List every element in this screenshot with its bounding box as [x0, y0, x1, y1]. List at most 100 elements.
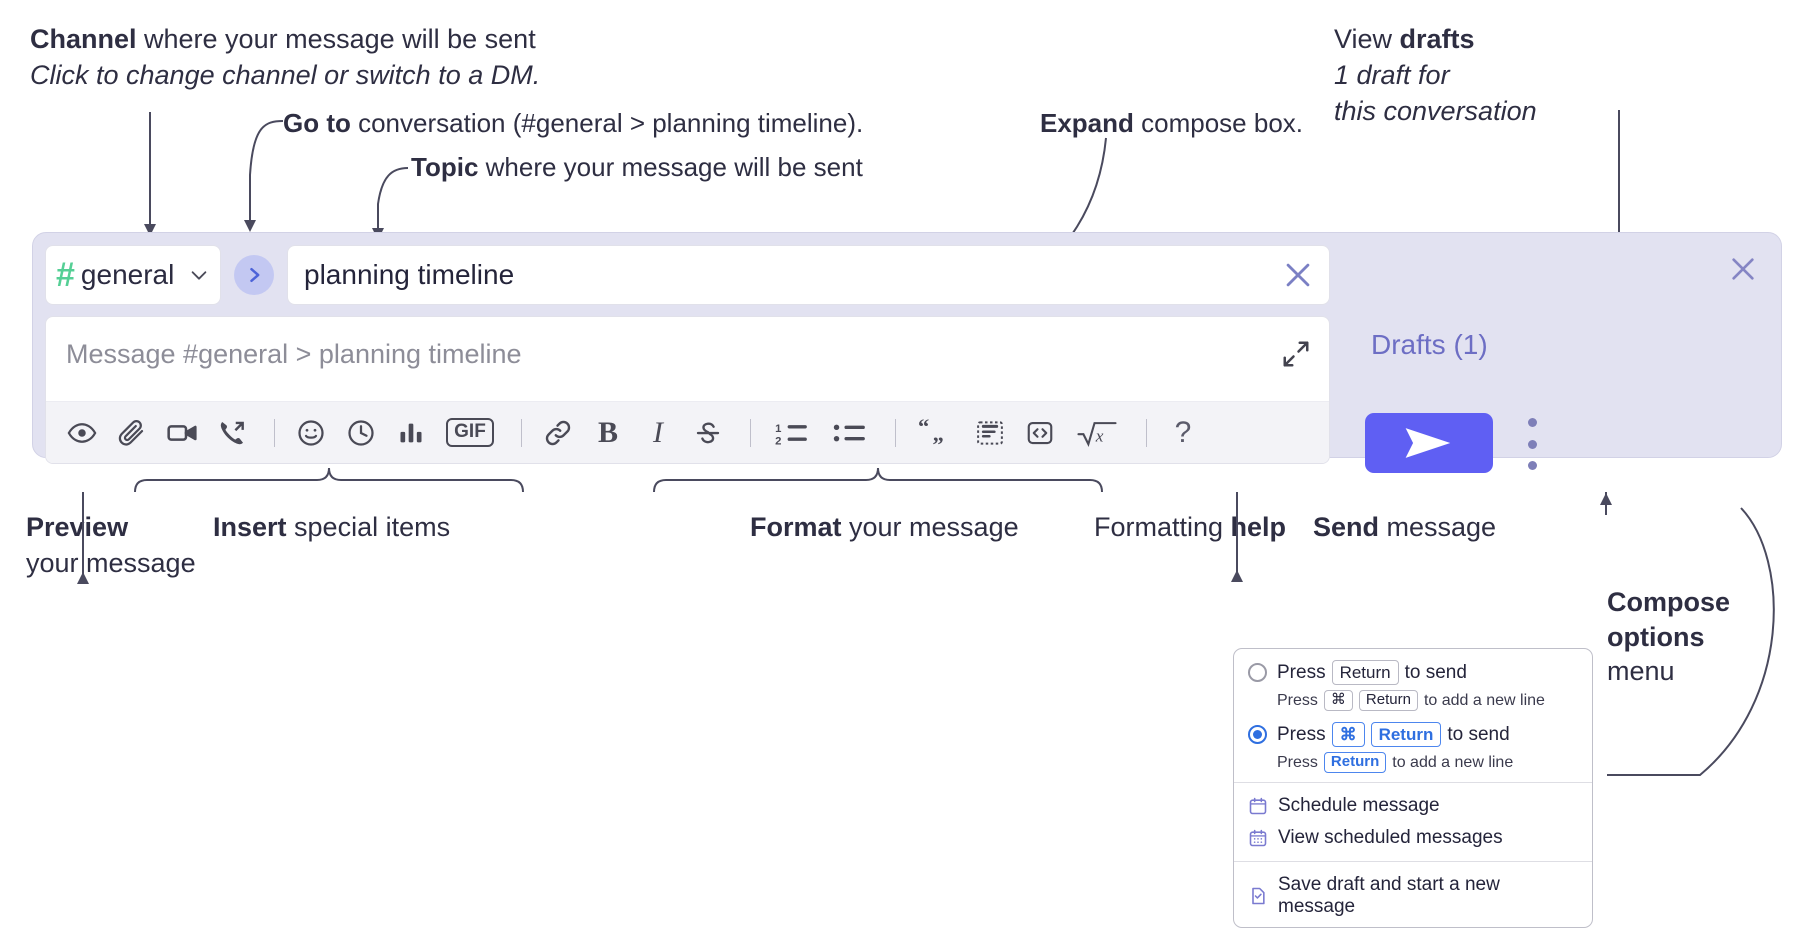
annotation-channel-rest: where your message will be sent: [136, 24, 536, 54]
annotation-expand: Expand compose box.: [1040, 106, 1303, 141]
italic-button[interactable]: I: [636, 411, 680, 455]
option1-pre: Press: [1277, 661, 1326, 683]
key-return: Return: [1331, 660, 1399, 686]
send-button[interactable]: [1365, 413, 1493, 473]
help-icon: ?: [1174, 415, 1192, 449]
option1-sub-pre: Press: [1277, 691, 1318, 709]
ordered-list-icon: 1 2: [775, 422, 807, 447]
math-button[interactable]: x: [1068, 411, 1126, 455]
menu-option-return-to-send[interactable]: Press Return to send: [1234, 657, 1592, 688]
menu-option-cmd-return-to-send[interactable]: Press ⌘ Return to send: [1234, 719, 1592, 750]
formatting-help-button[interactable]: ?: [1161, 411, 1205, 455]
channel-selector[interactable]: # general: [45, 245, 221, 305]
annotation-drafts-bold: drafts: [1399, 24, 1475, 54]
more-options-icon: [1527, 439, 1537, 449]
message-input[interactable]: Message #general > planning timeline: [46, 317, 1329, 401]
annotation-channel: Channel where your message will be sent …: [30, 22, 540, 94]
annotation-format: Format your message: [750, 510, 1019, 546]
emoji-icon: [298, 419, 324, 446]
annotation-preview-line2: your message: [26, 547, 196, 578]
svg-text:2: 2: [775, 435, 781, 447]
annotation-help-prefix: Formatting: [1094, 512, 1231, 542]
audio-clip-button[interactable]: [210, 411, 254, 455]
inline-code-button[interactable]: [1018, 411, 1062, 455]
option1-sub-post: to add a new line: [1423, 691, 1545, 709]
key-return: Return: [1370, 722, 1442, 748]
toolbar-divider: [895, 418, 896, 447]
option2-sub-post: to add a new line: [1392, 753, 1514, 771]
menu-item-schedule-message[interactable]: Schedule message: [1234, 790, 1592, 822]
annotation-goto: Go to conversation (#general > planning …: [283, 106, 863, 141]
strikethrough-button[interactable]: [686, 411, 730, 455]
expand-icon[interactable]: [1281, 339, 1311, 369]
menu-item-label: Schedule message: [1278, 795, 1440, 816]
compose-header-row: # general planning timeline: [45, 244, 1330, 306]
annotation-format-rest: your message: [841, 512, 1019, 542]
annotation-compose-options-line1: Compose: [1607, 587, 1731, 617]
bullet-list-icon: [833, 424, 865, 441]
close-icon: [1732, 258, 1754, 280]
code-block-icon: [977, 420, 1003, 445]
calendar-icon: [1249, 797, 1267, 815]
topic-value: planning timeline: [304, 259, 515, 290]
menu-divider: [1234, 861, 1592, 862]
chevron-right-icon: [250, 267, 260, 283]
option1-post: to send: [1404, 661, 1467, 683]
annotation-drafts: View drafts 1 draft for this conversatio…: [1334, 22, 1537, 130]
chevron-down-icon: [191, 271, 207, 280]
annotation-expand-rest: compose box.: [1133, 108, 1304, 138]
annotation-goto-bold: Go to: [283, 108, 351, 138]
send-icon: [1405, 428, 1451, 458]
menu-item-save-draft[interactable]: Save draft and start a new message: [1234, 869, 1592, 923]
ordered-list-button[interactable]: 1 2: [765, 411, 817, 455]
inline-code-icon: [1027, 421, 1053, 444]
annotation-compose-options-line3: menu: [1607, 656, 1675, 687]
bar-chart-icon: [400, 423, 422, 442]
option2-sub-pre: Press: [1277, 753, 1318, 771]
close-compose-button[interactable]: [1727, 253, 1759, 285]
video-camera-icon: [167, 424, 197, 441]
topic-input[interactable]: planning timeline: [287, 245, 1330, 305]
italic-icon: I: [653, 415, 663, 449]
annotation-preview: Preview your message: [26, 510, 196, 582]
gif-icon: GIF: [446, 418, 494, 447]
menu-divider: [1234, 782, 1592, 783]
menu-item-view-scheduled-messages[interactable]: View scheduled messages: [1234, 822, 1592, 854]
menu-option1-subtext: Press ⌘ Return to add a new line: [1234, 688, 1592, 713]
link-button[interactable]: [536, 411, 580, 455]
key-command: ⌘: [1323, 690, 1353, 711]
goto-conversation-button[interactable]: [234, 255, 274, 295]
emoji-button[interactable]: [289, 411, 333, 455]
code-block-button[interactable]: [968, 411, 1012, 455]
message-input-container: Message #general > planning timeline: [45, 316, 1330, 464]
more-options-icon: [1527, 418, 1537, 427]
more-options-icon: [1527, 461, 1537, 470]
toolbar-divider: [1146, 418, 1147, 447]
annotation-drafts-line3: this conversation: [1334, 95, 1537, 126]
gif-button[interactable]: GIF: [439, 411, 501, 455]
annotation-help: Formatting help: [1094, 510, 1286, 546]
compose-options-menu: Press Return to send Press ⌘ Return to a…: [1233, 648, 1593, 928]
compose-options-button[interactable]: [1517, 418, 1547, 470]
video-clip-button[interactable]: [160, 411, 204, 455]
clear-topic-icon[interactable]: [1281, 258, 1315, 292]
reminder-button[interactable]: [339, 411, 383, 455]
preview-icon: [67, 422, 97, 443]
annotation-expand-bold: Expand: [1040, 108, 1134, 138]
annotation-drafts-prefix: View: [1334, 24, 1400, 54]
annotation-compose-options: Compose options menu: [1607, 585, 1730, 689]
preview-button[interactable]: [60, 411, 104, 455]
link-icon: [545, 420, 571, 445]
hash-icon: #: [56, 256, 75, 294]
annotation-insert-bold: Insert: [213, 512, 287, 542]
poll-button[interactable]: [389, 411, 433, 455]
radio-return-to-send[interactable]: [1248, 663, 1267, 683]
drafts-link[interactable]: Drafts (1): [1371, 329, 1488, 360]
menu-item-label: Save draft and start a new message: [1278, 874, 1500, 917]
blockquote-button[interactable]: “ „: [910, 411, 962, 455]
menu-item-label: View scheduled messages: [1278, 827, 1503, 848]
attach-file-button[interactable]: [110, 411, 154, 455]
bold-button[interactable]: B: [586, 411, 630, 455]
bullet-list-button[interactable]: [823, 411, 875, 455]
radio-cmd-return-to-send[interactable]: [1248, 725, 1267, 745]
